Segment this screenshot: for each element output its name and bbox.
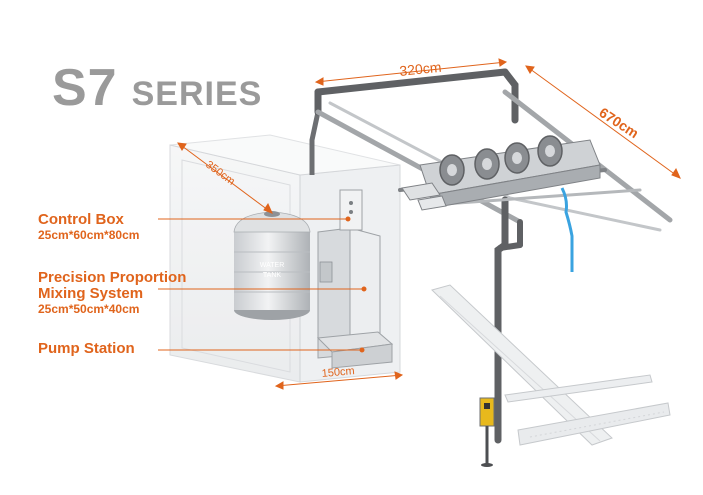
pump-station-label: Pump Station <box>38 340 135 357</box>
brush-rollers <box>439 135 563 186</box>
control-cabinet <box>317 189 381 359</box>
floor-guides <box>431 284 671 446</box>
dimension-arrows <box>177 58 681 390</box>
callout-control-box: Control Box 25cm*60cm*80cm <box>38 211 140 243</box>
model-name: S7 <box>52 59 118 117</box>
callout-mixing-system: Precision Proportion Mixing System 25cm*… <box>38 269 187 317</box>
tank-label-line1: WATER <box>260 262 285 269</box>
water-tank <box>233 211 311 320</box>
control-box-label: Control Box <box>38 211 124 228</box>
tank-label-line2: TANK <box>263 272 281 279</box>
control-pillar <box>479 397 495 467</box>
callout-pump-station: Pump Station <box>38 341 135 357</box>
callout-leaders <box>158 216 367 353</box>
mixing-dim: 25cm*50cm*40cm <box>38 302 140 316</box>
mixing-label-line2: Mixing System <box>38 285 144 302</box>
brush-carriage <box>401 135 601 211</box>
feed-pipe <box>309 111 321 175</box>
dim-label-room-width: 150cm <box>321 365 355 380</box>
control-box-dim: 25cm*60cm*80cm <box>38 228 140 242</box>
series-title: S7 SERIES <box>52 58 262 118</box>
mixing-label-line1: Precision Proportion <box>38 269 187 286</box>
water-hose <box>560 187 574 272</box>
series-word: SERIES <box>131 75 263 113</box>
dim-label-width: 320cm <box>399 59 442 79</box>
